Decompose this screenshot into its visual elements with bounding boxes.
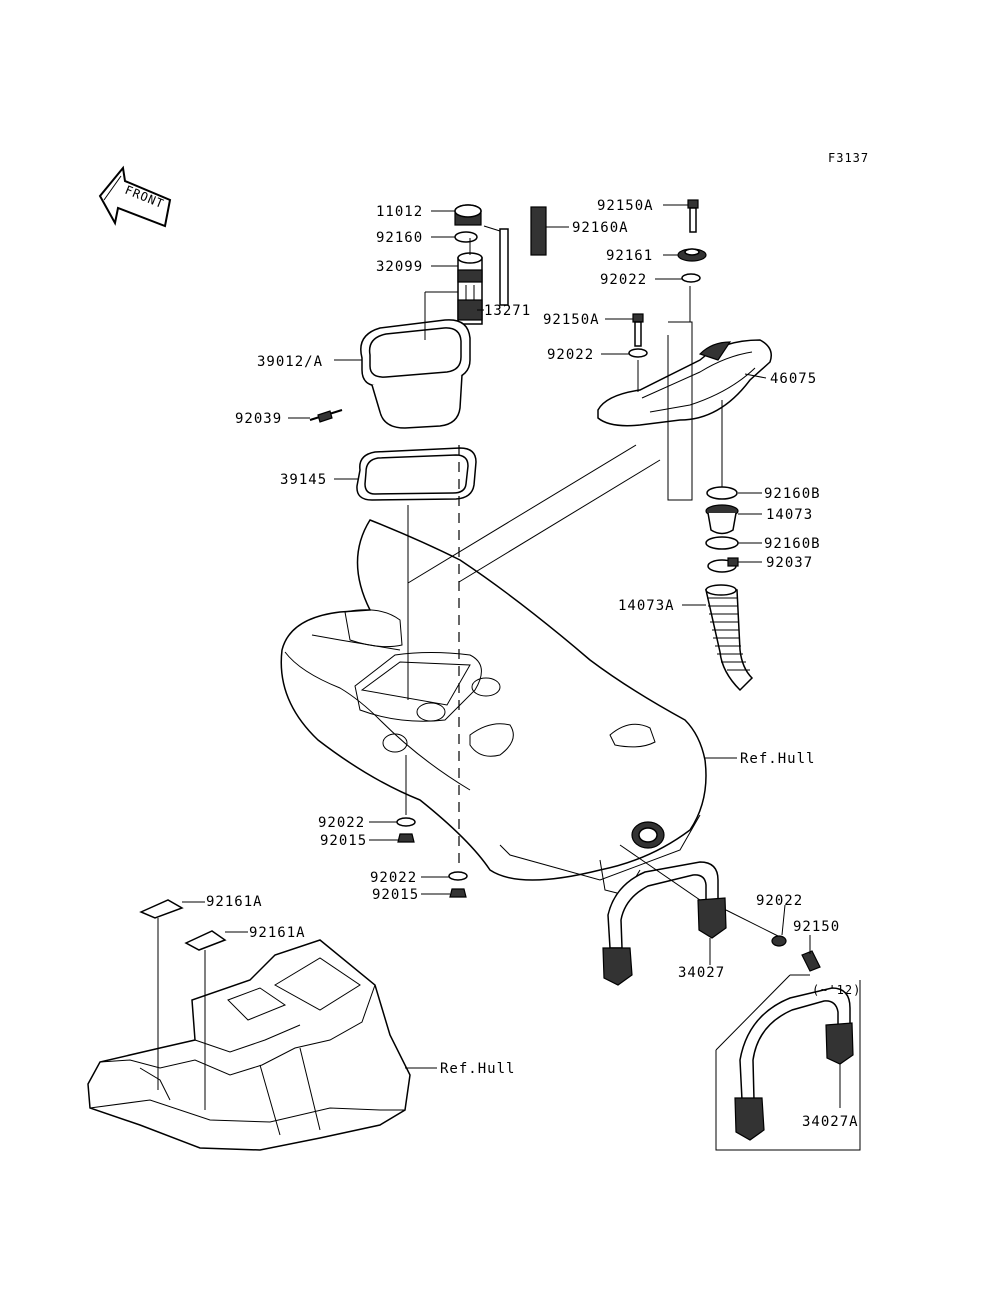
callout-92022-4: 92022 xyxy=(370,870,417,886)
tube-part xyxy=(457,252,483,325)
callout-92150a-2: 92150A xyxy=(543,312,600,328)
callout-92015-2: 92015 xyxy=(372,887,419,903)
filler-cap-part xyxy=(454,204,482,226)
washer-part-2 xyxy=(448,871,468,881)
callout-92022-2: 92022 xyxy=(547,347,594,363)
callout-34027a: 34027A xyxy=(802,1114,859,1130)
grab-handle-part xyxy=(597,339,772,427)
callout-92037: 92037 xyxy=(766,555,813,571)
o-ring-part-2 xyxy=(706,486,738,500)
decal-part-2 xyxy=(184,930,227,951)
washer-part-3 xyxy=(771,935,787,947)
nut-part xyxy=(397,833,415,843)
callout-39012: 39012/A xyxy=(257,354,323,370)
callout-92015-1: 92015 xyxy=(320,833,367,849)
callout-46075: 46075 xyxy=(770,371,817,387)
callout-14073: 14073 xyxy=(766,507,813,523)
callout-year-range: (~'12) xyxy=(812,983,861,997)
inset-box xyxy=(715,980,861,1151)
callout-92022-3: 92022 xyxy=(318,815,365,831)
fitting-part xyxy=(705,504,739,535)
hose-part xyxy=(705,584,754,692)
tow-bar-alt-part xyxy=(734,987,854,1141)
decal-part xyxy=(139,899,184,919)
callout-92160b-2: 92160B xyxy=(764,536,821,552)
callout-92150a-1: 92150A xyxy=(597,198,654,214)
callout-refhull-2: Ref.Hull xyxy=(440,1061,515,1077)
tow-bar-part xyxy=(602,861,727,986)
callout-92022-5: 92022 xyxy=(756,893,803,909)
callout-13271: 13271 xyxy=(484,303,531,319)
storage-box-part xyxy=(360,319,471,429)
callout-34027: 34027 xyxy=(678,965,725,981)
callout-39145: 39145 xyxy=(280,472,327,488)
grommet-part xyxy=(677,248,707,262)
callout-32099: 32099 xyxy=(376,259,423,275)
hose-clamp-part xyxy=(707,557,739,573)
lower-hull-part xyxy=(87,939,411,1151)
bolt-part xyxy=(687,199,699,233)
bracket-strip-part xyxy=(499,228,509,306)
callout-92150: 92150 xyxy=(793,919,840,935)
washer-part xyxy=(396,817,416,827)
front-arrow-icon: FRONT xyxy=(98,165,172,228)
callout-14073a: 14073A xyxy=(618,598,675,614)
rivet-part xyxy=(309,409,343,423)
callout-11012: 11012 xyxy=(376,204,423,220)
hull-part xyxy=(280,519,707,896)
callout-92161: 92161 xyxy=(606,248,653,264)
callout-92160b-1: 92160B xyxy=(764,486,821,502)
callout-92161a-2: 92161A xyxy=(249,925,306,941)
nut-part-2 xyxy=(449,888,467,898)
callout-refhull-1: Ref.Hull xyxy=(740,751,815,767)
bolt-part-2 xyxy=(632,313,644,347)
callout-92160a: 92160A xyxy=(572,220,629,236)
o-ring-part xyxy=(454,231,478,243)
callout-92022-1: 92022 xyxy=(600,272,647,288)
figure-code: F3137 xyxy=(828,151,869,165)
decal-strip-part xyxy=(530,206,547,256)
bolt-part-3 xyxy=(801,950,821,972)
callout-92039: 92039 xyxy=(235,411,282,427)
callout-92161a-1: 92161A xyxy=(206,894,263,910)
svg-text:FRONT: FRONT xyxy=(123,183,166,211)
gasket-part xyxy=(356,447,477,501)
callout-92160: 92160 xyxy=(376,230,423,246)
